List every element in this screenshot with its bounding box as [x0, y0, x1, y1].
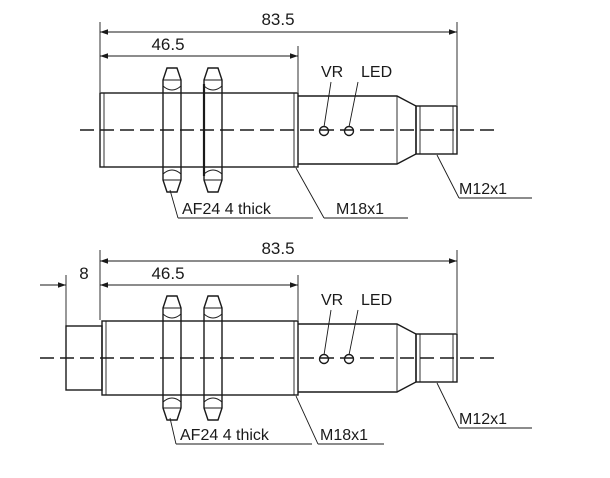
- led-indicator-icon: [343, 125, 355, 137]
- label-thread-spec: M18x1: [320, 427, 368, 444]
- label-connector-spec: M12x1: [459, 181, 507, 198]
- dimension-extension-length: 8: [40, 264, 89, 326]
- vr-adjuster-icon: [318, 125, 330, 137]
- leader-nut: AF24 4 thick: [169, 189, 313, 219]
- tail-housing: [298, 323, 417, 393]
- label-connector-spec: M12x1: [459, 411, 507, 428]
- dimension-thread-length: 46.5: [100, 264, 299, 320]
- dimension-overall-length: 83.5: [99, 239, 458, 333]
- label-nut-spec: AF24 4 thick: [180, 427, 270, 444]
- hex-nut-left: [162, 67, 182, 193]
- sensor-view-bottom: 83.5 46.5 8: [40, 239, 532, 445]
- leader-thread: M18x1: [295, 167, 408, 219]
- dimension-overall-value: 83.5: [261, 10, 294, 29]
- leader-connector: M12x1: [436, 382, 532, 429]
- dimension-extension-value: 8: [79, 264, 88, 283]
- tail-housing: [298, 95, 417, 165]
- leader-nut: AF24 4 thick: [169, 417, 312, 445]
- dimension-overall-length: 83.5: [99, 10, 458, 105]
- label-vr: VR: [321, 292, 343, 309]
- hex-nut-left: [162, 295, 182, 421]
- label-led: LED: [361, 64, 392, 81]
- dimension-thread-length: 46.5: [100, 35, 299, 92]
- label-thread-spec: M18x1: [336, 201, 384, 218]
- dimension-thread-value: 46.5: [151, 35, 184, 54]
- vr-adjuster-icon: [318, 353, 330, 365]
- dimension-thread-value: 46.5: [151, 264, 184, 283]
- led-indicator-icon: [343, 353, 355, 365]
- dimension-overall-value: 83.5: [261, 239, 294, 258]
- hex-nut-right: [203, 295, 223, 421]
- label-vr: VR: [321, 64, 343, 81]
- label-led: LED: [361, 292, 392, 309]
- sensor-view-top: 83.5 46.5: [80, 10, 532, 219]
- leader-connector: M12x1: [436, 154, 532, 199]
- label-nut-spec: AF24 4 thick: [182, 201, 272, 218]
- leader-thread: M18x1: [295, 395, 384, 445]
